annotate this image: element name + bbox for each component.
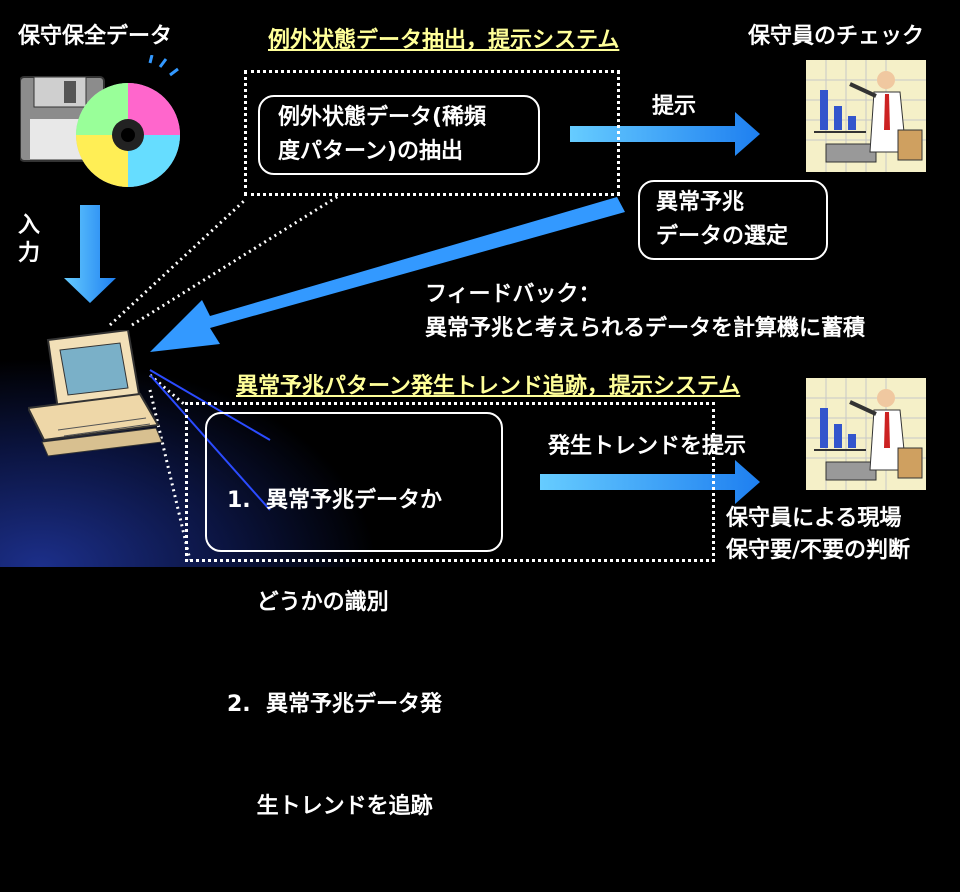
- presenter-chart-icon-bottom: [806, 378, 926, 490]
- present-arrow: [570, 112, 760, 156]
- computer-icon: [28, 330, 163, 457]
- link-line-2: [149, 374, 271, 511]
- present-trend-arrow: [540, 460, 760, 504]
- select-box: 異常予兆 データの選定: [638, 180, 828, 260]
- presenter-chart-icon-top: [806, 60, 926, 172]
- system1-dotted-frame: [244, 70, 620, 196]
- dotted-link-bottom-a: [149, 373, 186, 407]
- select-box-text: 異常予兆 データの選定: [656, 190, 789, 249]
- feedback-label-line2: 異常予兆と考えられるデータを計算機に蓄積: [425, 316, 866, 341]
- tracking-steps-box: 1. 異常予兆データか どうかの識別 2. 異常予兆データ発 生トレンドを追跡: [205, 412, 503, 819]
- dotted-link-top-a: [108, 198, 247, 327]
- extract-box-text: 例外状態データ(稀頻 度パターン)の抽出: [278, 105, 487, 164]
- present-trend-label: 発生トレンドを提示: [548, 434, 747, 459]
- onsite-judgement-line1: 保守員による現場: [726, 506, 902, 531]
- onsite-judgement-line2: 保守要/不要の判断: [726, 538, 911, 563]
- input-arrow: [64, 205, 116, 303]
- system1-title: 例外状態データ抽出，提示システム: [268, 28, 620, 53]
- input-label: 入 力: [18, 213, 41, 266]
- system2-dotted-frame: [185, 402, 715, 562]
- dotted-link-bottom-b: [148, 389, 192, 561]
- dotted-link-top-b: [131, 193, 341, 327]
- system2-title: 異常予兆パターン発生トレンド追跡，提示システム: [236, 374, 741, 399]
- feedback-arrow: [150, 197, 625, 352]
- connector-layer: [64, 112, 760, 561]
- feedback-label-line1: フィードバック：: [425, 282, 601, 307]
- source-data-label: 保守保全データ: [18, 24, 173, 49]
- floppy-and-cd-icon: [20, 55, 180, 187]
- tracking-steps-text: 1. 異常予兆データか どうかの識別 2. 異常予兆データ発 生トレンドを追跡: [227, 488, 442, 819]
- extract-box: 例外状態データ(稀頻 度パターン)の抽出: [258, 95, 540, 175]
- operator-check-label: 保守員のチェック: [748, 24, 925, 49]
- link-line-1: [149, 369, 271, 441]
- present-label: 提示: [652, 94, 697, 119]
